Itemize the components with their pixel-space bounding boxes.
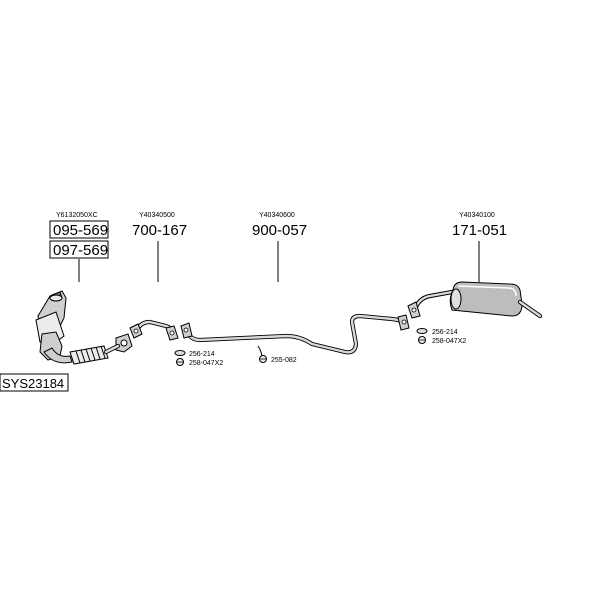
catalyst-part-number-1[interactable]: 095-569 [53, 222, 108, 239]
rear-silencer-nut-icon [418, 336, 426, 344]
system-code-box [0, 373, 69, 392]
middle-pipe-drawing[interactable] [180, 313, 410, 359]
catalyst-oem-number: Y6132050XC [56, 212, 98, 219]
front-nut-part-number[interactable]: 258-047X2 [189, 360, 223, 367]
rear-silencer-gasket-icon [416, 328, 428, 334]
catalyst-part-box-1[interactable] [49, 220, 109, 239]
middle-pipe-oem-number: Y40340600 [259, 212, 295, 219]
middle-pipe-clamp-icon [259, 355, 267, 363]
rear-silencer-part-number[interactable]: 171-051 [452, 222, 507, 239]
front-pipe-oem-number: Y40340500 [139, 212, 175, 219]
middle-pipe-part-number[interactable]: 900-057 [252, 222, 307, 239]
system-code: SYS23184 [2, 376, 64, 391]
catalyst-part-box-2[interactable] [49, 240, 109, 259]
rear-gasket-part-number[interactable]: 256-214 [432, 329, 458, 336]
catalytic-converter-drawing[interactable] [35, 290, 133, 365]
front-pipe-gasket-icon [174, 350, 186, 356]
front-pipe-nut-icon [176, 358, 184, 366]
front-pipe-part-number[interactable]: 700-167 [132, 222, 187, 239]
front-gasket-part-number[interactable]: 256-214 [189, 351, 215, 358]
rear-nut-part-number[interactable]: 258-047X2 [432, 338, 466, 345]
front-pipe-drawing[interactable] [129, 319, 179, 341]
middle-clamp-part-number[interactable]: 255-082 [271, 357, 297, 364]
catalyst-part-number-2[interactable]: 097-569 [53, 242, 108, 259]
rear-silencer-drawing[interactable] [407, 281, 543, 319]
rear-silencer-oem-number: Y40340100 [459, 212, 495, 219]
